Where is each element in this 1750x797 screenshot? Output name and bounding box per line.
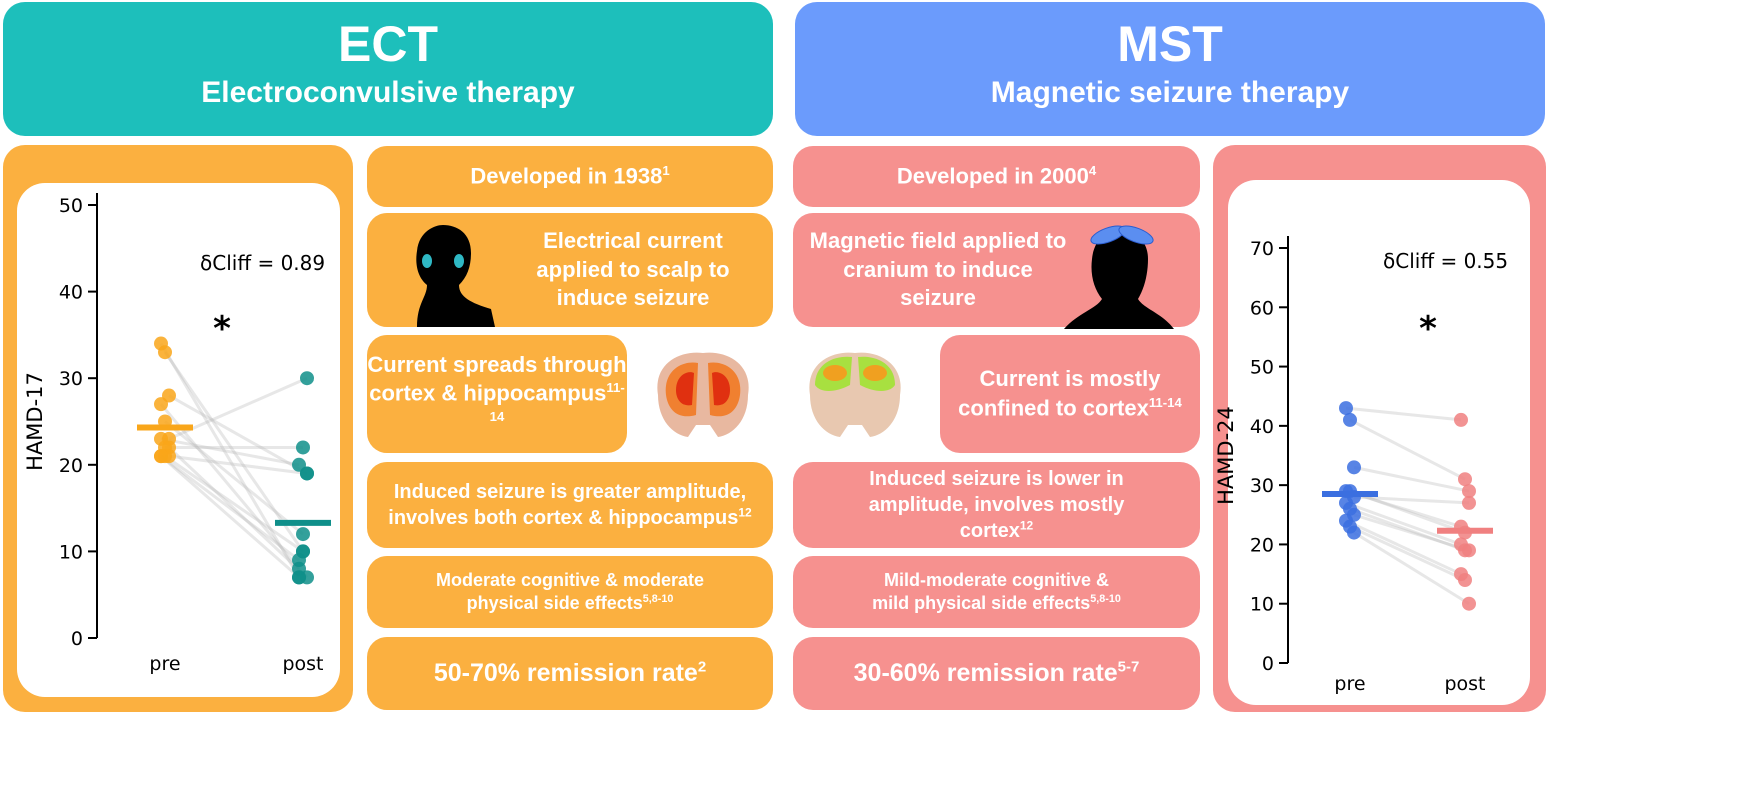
pair-line <box>164 454 304 553</box>
mst-seizure: Induced seizure is lower in amplitude, i… <box>793 462 1200 548</box>
ect-title: ECT <box>338 16 438 72</box>
pair-line <box>159 403 301 570</box>
x-tick-label: post <box>282 653 323 675</box>
ect-remission: 50-70% remission rate2 <box>367 637 773 710</box>
post-point <box>1462 596 1476 611</box>
y-tick-label: 50 <box>59 195 83 217</box>
cliff-delta-annotation: δCliff = 0.89 <box>200 251 325 275</box>
significance-star: * <box>213 309 231 349</box>
y-axis-label: HAMD-24 <box>1214 406 1238 505</box>
ect-seizure: Induced seizure is greater amplitude, in… <box>367 462 773 548</box>
ect-developed: Developed in 19381 <box>367 146 773 207</box>
post-point <box>292 570 306 585</box>
post-point <box>300 371 314 386</box>
post-point <box>1462 484 1476 499</box>
ect-spread: Current spreads through cortex & hippoca… <box>367 335 627 453</box>
mst-side-effects: Mild-moderate cognitive & mild physical … <box>793 556 1200 628</box>
pair-line <box>1353 495 1470 505</box>
pre-point <box>1339 401 1353 416</box>
pre-point <box>1347 525 1361 540</box>
y-tick-label: 70 <box>1250 238 1274 260</box>
y-tick-label: 0 <box>71 628 83 650</box>
post-point <box>1458 472 1472 487</box>
mst-header: MST Magnetic seizure therapy <box>795 2 1545 136</box>
pair-line <box>164 420 304 536</box>
head-coils-icon <box>1064 225 1174 329</box>
mst-subtitle: Magnetic seizure therapy <box>990 76 1350 109</box>
mst-chart-card <box>1228 180 1530 705</box>
x-tick-label: pre <box>1334 673 1365 695</box>
x-tick-label: post <box>1444 673 1485 695</box>
pair-line <box>1349 507 1466 552</box>
ect-application: Electrical current applied to scalp to i… <box>367 213 773 327</box>
pair-line <box>1345 501 1462 546</box>
pair-line <box>1353 465 1470 493</box>
brain-mst-icon <box>809 352 901 437</box>
ect-side-effects: Moderate cognitive & moderate physical s… <box>367 556 773 628</box>
y-tick-label: 30 <box>1250 475 1274 497</box>
post-point <box>300 466 314 481</box>
post-point <box>1462 543 1476 558</box>
pre-point <box>1343 412 1357 427</box>
pair-line <box>159 342 301 579</box>
y-tick-label: 30 <box>59 368 83 390</box>
pair-line <box>1349 489 1466 534</box>
ect-chart-card <box>17 183 340 697</box>
pair-line <box>163 351 305 553</box>
pair-line <box>1353 531 1470 605</box>
brain-ect-icon <box>657 352 749 437</box>
post-point <box>296 527 310 542</box>
pair-line <box>160 454 300 562</box>
pair-line <box>1345 406 1462 422</box>
mst-remission: 30-60% remission rate5-7 <box>793 637 1200 710</box>
y-tick-label: 0 <box>1262 653 1274 675</box>
y-tick-label: 40 <box>1250 416 1274 438</box>
post-point <box>296 440 310 455</box>
pair-line <box>160 455 300 579</box>
pair-line <box>1345 519 1462 576</box>
pre-point <box>154 397 168 412</box>
ect-header: ECT Electroconvulsive therapy <box>3 2 773 136</box>
pair-line <box>168 394 308 475</box>
cliff-delta-annotation: δCliff = 0.55 <box>1383 249 1508 273</box>
post-point <box>1462 495 1476 510</box>
post-point <box>296 544 310 559</box>
mst-title: MST <box>1117 16 1223 72</box>
pre-point <box>1347 460 1361 475</box>
pre-point <box>158 345 172 360</box>
pair-line <box>1353 513 1470 552</box>
y-tick-label: 10 <box>1250 594 1274 616</box>
post-point <box>1454 412 1468 427</box>
pre-point <box>154 449 168 464</box>
y-tick-label: 40 <box>59 282 83 304</box>
mst-application: Magnetic field applied to cranium to ind… <box>793 213 1200 329</box>
y-tick-label: 60 <box>1250 297 1274 319</box>
y-tick-label: 10 <box>59 541 83 563</box>
pair-line <box>168 454 308 475</box>
mst-spread: Current is mostly confined to cortex11-1… <box>940 335 1200 453</box>
y-tick-label: 20 <box>59 455 83 477</box>
y-tick-label: 50 <box>1250 357 1274 379</box>
y-axis-label: HAMD-17 <box>23 372 47 471</box>
pair-line <box>1349 525 1466 582</box>
ect-subtitle: Electroconvulsive therapy <box>201 76 575 109</box>
significance-star: * <box>1419 309 1437 349</box>
head-electrodes-icon <box>416 225 495 327</box>
y-tick-label: 20 <box>1250 534 1274 556</box>
pair-line <box>1349 418 1466 481</box>
x-tick-label: pre <box>149 653 180 675</box>
post-point <box>1458 573 1472 587</box>
mst-developed: Developed in 20004 <box>793 146 1200 207</box>
pair-line <box>167 446 309 579</box>
pair-line <box>160 437 300 467</box>
